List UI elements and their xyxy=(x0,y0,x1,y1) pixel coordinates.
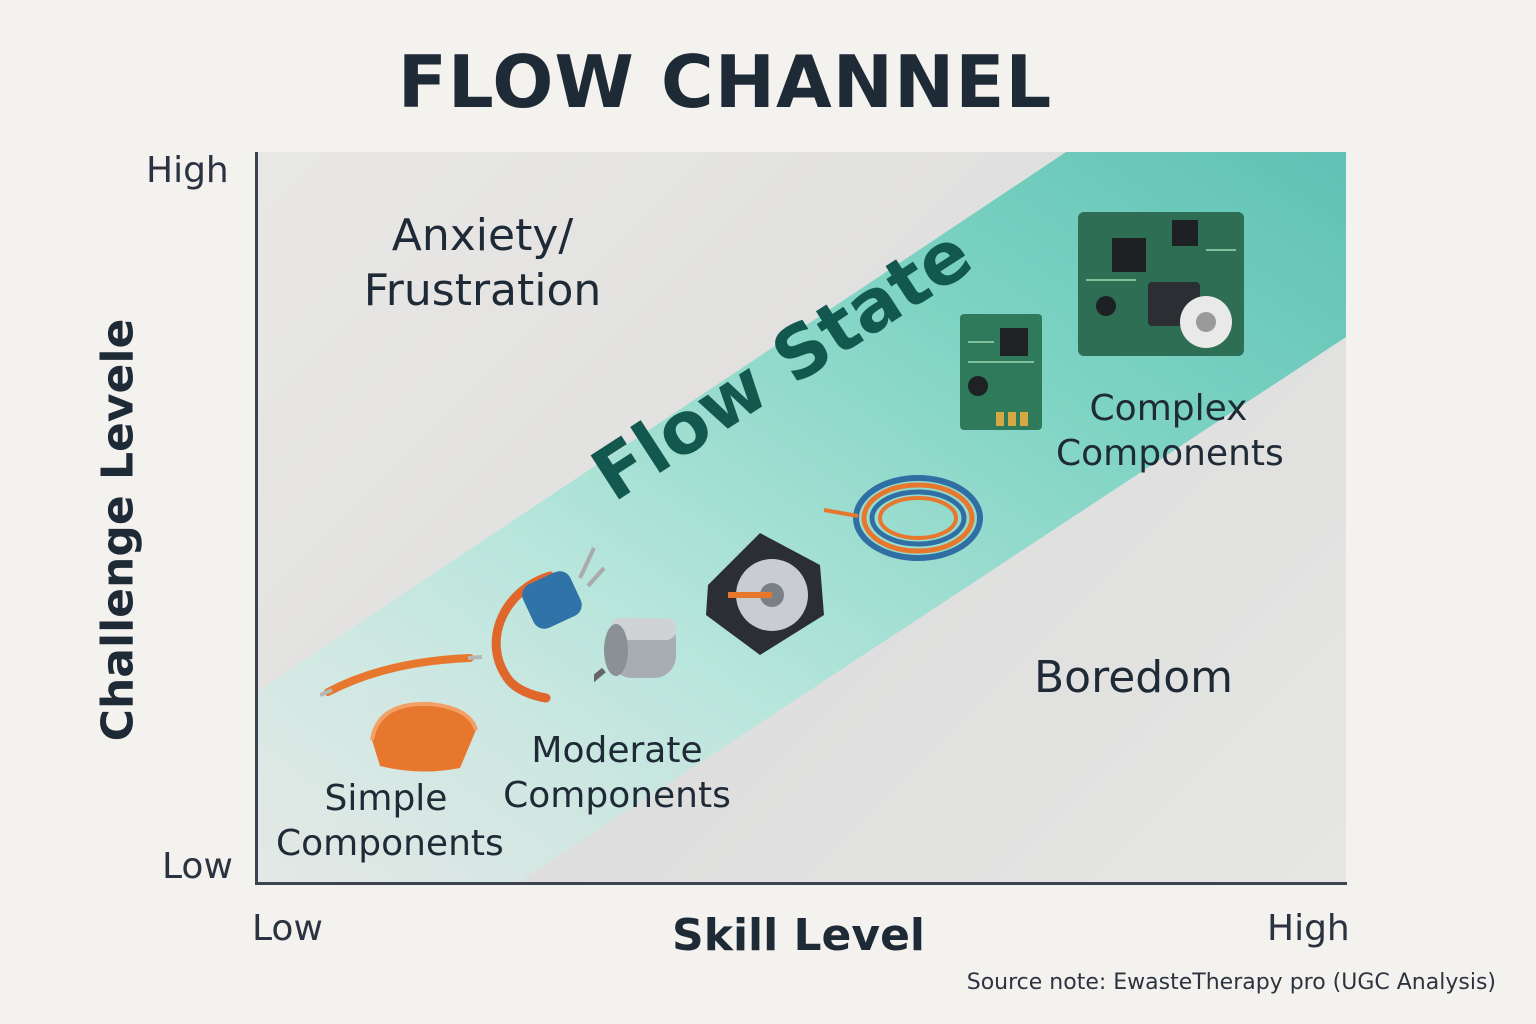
flow-channel-band xyxy=(256,152,1346,884)
hard-drive-icon xyxy=(706,533,824,655)
anxiety-region-label: Anxiety/ Frustration xyxy=(360,208,605,318)
complex-label-line1: Complex xyxy=(1089,388,1248,429)
anxiety-label-line1: Anxiety/ xyxy=(391,210,574,261)
anxiety-label-line2: Frustration xyxy=(363,265,602,316)
y-axis-title: Challenge Levele xyxy=(92,318,144,742)
complex-components-label: Complex Components xyxy=(1056,386,1284,476)
simple-label-line1: Simple xyxy=(324,778,448,819)
y-axis-low-label: Low xyxy=(162,846,233,887)
capacitor-icon xyxy=(491,547,606,703)
boredom-region-label: Boredom xyxy=(1034,652,1234,703)
moderate-label-line2: Components xyxy=(503,775,731,816)
motor-icon xyxy=(594,618,676,683)
complex-label-line2: Components xyxy=(1056,433,1284,474)
y-axis-line xyxy=(255,152,258,885)
diagram-title: FLOW CHANNEL xyxy=(397,40,1053,124)
simple-wire-and-block-icon xyxy=(320,654,483,772)
moderate-label-line1: Moderate xyxy=(531,730,703,771)
x-axis-high-label: High xyxy=(1267,908,1350,949)
small-circuit-board-icon xyxy=(960,314,1042,430)
y-axis-high-label: High xyxy=(146,150,229,191)
complex-circuit-board-icon xyxy=(1078,212,1244,356)
source-note: Source note: EwasteTherapy pro (UGC Anal… xyxy=(966,970,1496,995)
wire-coil-icon xyxy=(823,475,983,561)
moderate-components-label: Moderate Components xyxy=(502,728,732,818)
x-axis-title: Skill Level xyxy=(672,910,925,961)
simple-components-label: Simple Components xyxy=(276,776,504,866)
simple-label-line2: Components xyxy=(276,823,504,864)
x-axis-low-label: Low xyxy=(252,908,323,949)
x-axis-line xyxy=(255,882,1347,885)
